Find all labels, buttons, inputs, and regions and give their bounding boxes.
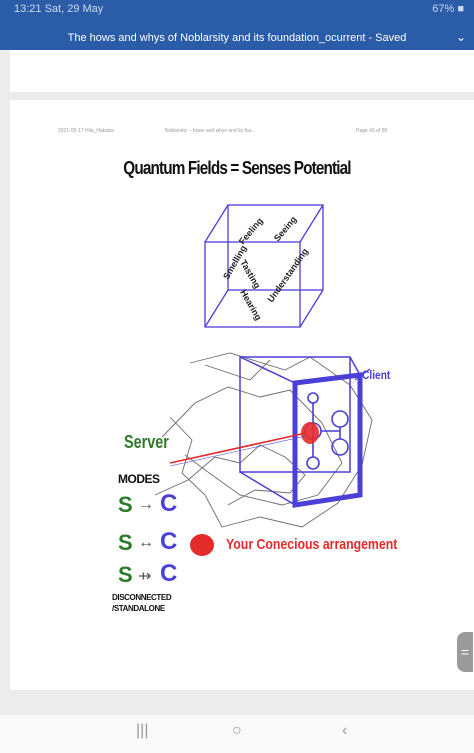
previous-page bbox=[10, 50, 474, 92]
arrow-right-icon: → bbox=[138, 496, 154, 514]
page-header-right: Page 43 of 58 bbox=[356, 128, 387, 134]
conscious-label: Your Conecious arrangement bbox=[226, 536, 397, 553]
disconnected-line-1: DISCONNECTED bbox=[112, 592, 171, 603]
cube-word-hearing: Hearing bbox=[238, 288, 263, 322]
recents-icon[interactable]: ||| bbox=[136, 722, 148, 740]
mode-s-label: S bbox=[118, 492, 133, 518]
server-label: Server bbox=[124, 432, 169, 453]
mode-s-label: S bbox=[118, 530, 133, 556]
status-indicators: 67% ■ bbox=[432, 3, 464, 15]
cube-word-tasting: Tasting bbox=[238, 258, 262, 290]
slide-title: Quantum Fields = Senses Potential bbox=[36, 158, 439, 179]
page-header-left: 2021-05-17 Hila_Hababa bbox=[58, 128, 114, 134]
mode-s-label: S bbox=[118, 562, 133, 588]
arrow-blocked-icon: ⇸ bbox=[138, 566, 151, 586]
status-time: 13:21 Sat, 29 May bbox=[14, 3, 103, 15]
mode-c-label: C bbox=[160, 490, 177, 518]
scrollbar-handle[interactable]: = bbox=[457, 632, 473, 672]
status-bar: 13:21 Sat, 29 May 67% ■ The hows and why… bbox=[0, 0, 474, 50]
client-label: Client bbox=[362, 368, 390, 382]
senses-cube: Feeling Seeing Smelling Tasting Understa… bbox=[200, 200, 335, 335]
arrow-bidirectional-icon: ↔ bbox=[138, 534, 154, 552]
mode-c-label: C bbox=[160, 560, 177, 588]
page-header-center: Noblarsity – hows and whys and its fou..… bbox=[165, 128, 256, 134]
back-icon[interactable]: ‹ bbox=[342, 722, 347, 740]
home-icon[interactable]: ○ bbox=[232, 722, 242, 740]
conscious-dot-icon bbox=[190, 534, 214, 556]
cube-word-understanding: Understanding bbox=[265, 246, 310, 304]
disconnected-line-2: /STANDALONE bbox=[112, 603, 171, 614]
modes-label: MODES bbox=[118, 472, 160, 486]
disconnected-label: DISCONNECTED /STANDALONE bbox=[112, 592, 171, 614]
system-nav-bar: ||| ○ ‹ bbox=[0, 715, 474, 753]
mode-c-label: C bbox=[160, 528, 177, 556]
document-title[interactable]: The hows and whys of Noblarsity and its … bbox=[0, 32, 474, 44]
chevron-down-icon[interactable]: ⌄ bbox=[456, 30, 466, 44]
cube-word-seeing: Seeing bbox=[272, 214, 299, 243]
